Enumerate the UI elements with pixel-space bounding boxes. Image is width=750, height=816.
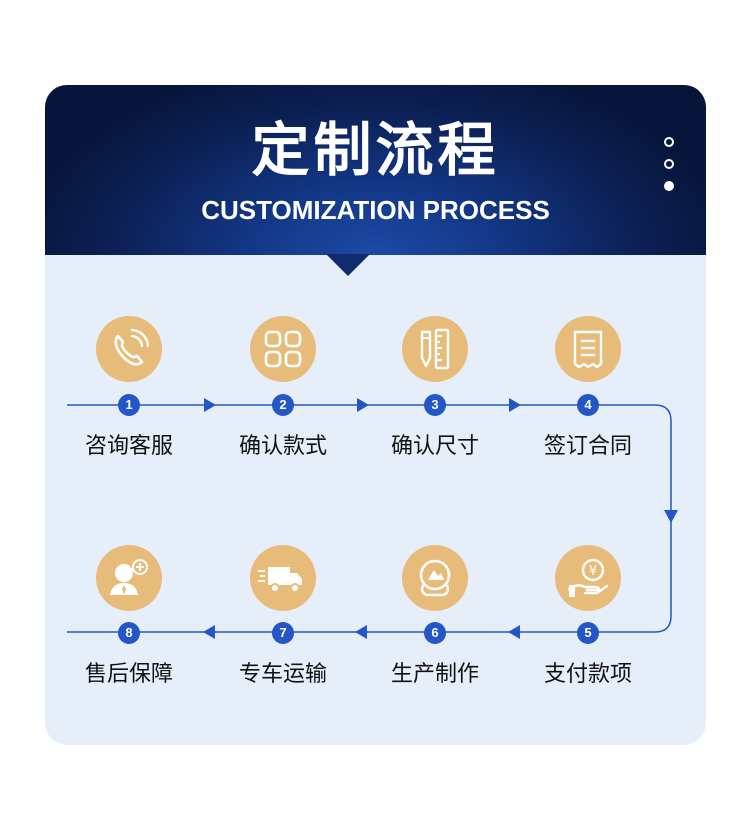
dot-icon: [664, 159, 674, 169]
step-number-6: 6: [424, 622, 446, 644]
phone-icon: [96, 316, 162, 382]
step-label-2: 确认款式: [238, 434, 327, 459]
step-label-8: 售后保障: [84, 662, 173, 687]
dot-icon: [664, 137, 674, 147]
production-icon: [402, 545, 468, 611]
dot-icon: [664, 181, 674, 191]
step-label-4: 签订合同: [543, 434, 632, 459]
step-label-3: 确认尺寸: [390, 434, 479, 459]
step-number-4: 4: [577, 394, 599, 416]
payment-hand-icon: ¥: [555, 545, 621, 611]
step-number-7: 7: [272, 622, 294, 644]
svg-text:¥: ¥: [589, 564, 597, 579]
step-label-5: 支付款项: [543, 662, 632, 687]
process-card: 定制流程 CUSTOMIZATION PROCESS: [45, 85, 706, 745]
grid-icon: [250, 316, 316, 382]
step-number-8: 8: [118, 622, 140, 644]
step-number-5: 5: [577, 622, 599, 644]
ruler-pencil-icon: [402, 316, 468, 382]
truck-icon: [250, 545, 316, 611]
step-number-3: 3: [424, 394, 446, 416]
step-number-2: 2: [272, 394, 294, 416]
page-title: 定制流程: [251, 116, 500, 184]
page-subtitle: CUSTOMIZATION PROCESS: [201, 195, 550, 225]
header-banner: 定制流程 CUSTOMIZATION PROCESS: [45, 85, 706, 255]
header-pointer: [326, 254, 370, 276]
service-agent-icon: [96, 545, 162, 611]
step-label-6: 生产制作: [390, 662, 479, 687]
step-label-1: 咨询客服: [84, 434, 173, 459]
step-number-1: 1: [118, 394, 140, 416]
step-label-7: 专车运输: [238, 662, 327, 687]
contract-icon: [555, 316, 621, 382]
decorative-dots: [664, 137, 678, 203]
